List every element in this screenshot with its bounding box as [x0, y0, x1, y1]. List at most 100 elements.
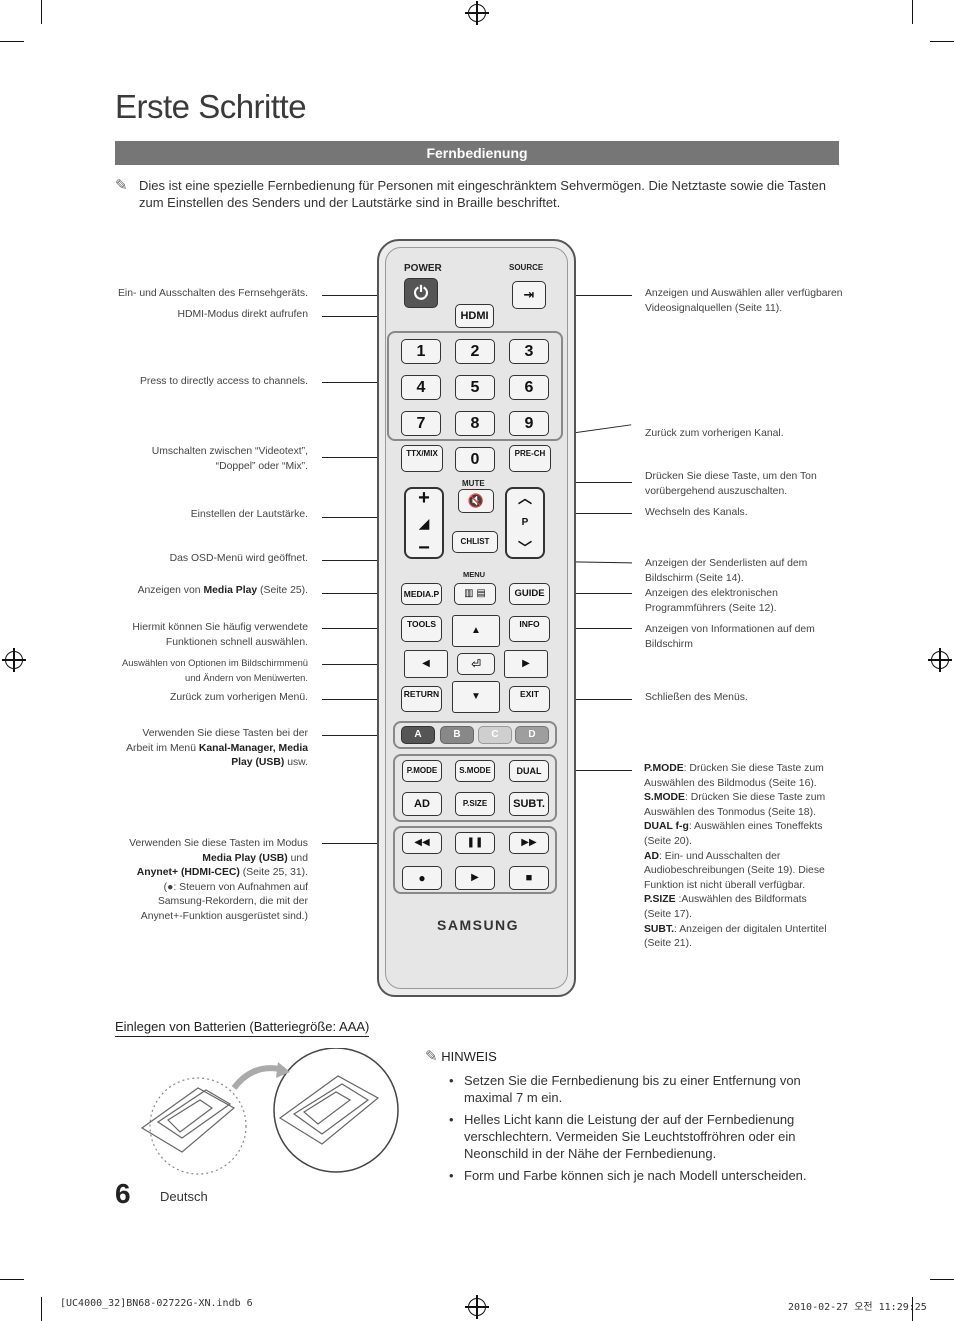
ad-button[interactable]: AD — [402, 792, 442, 816]
return-button[interactable]: RETURN — [401, 686, 442, 712]
stop-button[interactable]: ■ — [509, 866, 549, 890]
green-b-button[interactable]: B — [440, 726, 474, 744]
digit-7-button[interactable]: 7 — [401, 411, 441, 436]
speaker-mute-icon: 🔇 — [467, 493, 485, 508]
power-caption: POWER — [404, 263, 442, 274]
red-a-button[interactable]: A — [401, 726, 435, 744]
digit-0-button[interactable]: 0 — [455, 447, 495, 472]
power-button[interactable]: ⏻ — [404, 278, 438, 308]
down-arrow-button[interactable]: ▼ — [452, 681, 500, 713]
leader-line — [322, 517, 404, 518]
registration-mark-icon — [465, 1, 489, 25]
hinweis-list: Setzen Sie die Fernbedienung bis zu eine… — [449, 1072, 829, 1189]
yellow-c-button[interactable]: C — [478, 726, 512, 744]
play-button[interactable]: ▶ — [455, 866, 495, 890]
hdmi-button[interactable]: HDMI — [455, 304, 494, 328]
crop-mark — [0, 1279, 24, 1280]
play-icon: ▶ — [471, 872, 479, 883]
pre-ch-button[interactable]: PRE-CH — [509, 445, 551, 472]
p-size-button[interactable]: P.SIZE — [455, 792, 495, 816]
subt-button[interactable]: SUBT. — [509, 792, 549, 816]
s-mode-button[interactable]: S.MODE — [455, 760, 495, 782]
mode-buttons-frame — [393, 754, 557, 822]
arrow-right-icon: ▶ — [522, 658, 530, 669]
pause-button[interactable]: ❚❚ — [455, 832, 495, 854]
label-media-play: Anzeigen von Media Play (Seite 25). — [137, 585, 308, 596]
crop-mark — [0, 41, 24, 42]
ttx-mix-button[interactable]: TTX/MIX — [401, 445, 443, 472]
digit-4-button[interactable]: 4 — [401, 375, 441, 400]
info-button[interactable]: INFO — [509, 616, 550, 642]
leader-line — [322, 457, 401, 458]
list-item: Form und Farbe können sich je nach Model… — [449, 1167, 829, 1184]
print-footer-date: 2010-02-27 오전 11:29:25 — [788, 1302, 927, 1313]
crop-mark — [912, 1297, 913, 1321]
page-language: Deutsch — [160, 1189, 208, 1204]
label-exit: Schließen des Menüs. — [645, 692, 748, 703]
exit-button[interactable]: EXIT — [509, 686, 550, 712]
guide-button[interactable]: GUIDE — [509, 583, 550, 605]
up-arrow-button[interactable]: ▲ — [452, 615, 500, 647]
right-arrow-button[interactable]: ▶ — [504, 650, 548, 678]
record-button[interactable]: ● — [402, 866, 442, 890]
crop-mark — [41, 0, 42, 24]
arrow-up-icon: ▲ — [471, 625, 481, 636]
p-mode-button[interactable]: P.MODE — [402, 760, 442, 782]
left-arrow-button[interactable]: ◀ — [404, 650, 448, 678]
volume-rocker[interactable]: + ◢ − — [404, 487, 444, 559]
volume-down-icon: − — [418, 537, 430, 559]
source-button[interactable]: ⇥ — [512, 281, 546, 309]
page-title: Erste Schritte — [115, 88, 307, 125]
label-arrows: Auswählen von Optionen im Bildschirmmenü… — [121, 657, 308, 683]
label-mode-notes: P.MODE: Drücken Sie diese Taste zum Ausw… — [644, 763, 827, 950]
leader-line — [322, 664, 404, 665]
leader-line — [322, 295, 405, 296]
label-channel: Wechseln des Kanals. — [645, 507, 748, 518]
source-caption: SOURCE — [509, 263, 544, 272]
leader-line — [548, 513, 632, 514]
crop-mark — [912, 0, 913, 24]
digit-2-button[interactable]: 2 — [455, 339, 495, 364]
leader-line — [322, 735, 393, 736]
rewind-button[interactable]: ◀◀ — [402, 832, 442, 854]
chlist-button[interactable]: CHLIST — [452, 531, 498, 553]
digit-8-button[interactable]: 8 — [455, 411, 495, 436]
digit-6-button[interactable]: 6 — [509, 375, 549, 400]
crop-mark — [930, 41, 954, 42]
color-buttons-frame — [393, 721, 557, 749]
hinweis-heading: ✎ HINWEIS — [425, 1048, 497, 1065]
leader-line — [548, 295, 632, 296]
channel-rocker[interactable]: ︿ P ﹀ — [505, 487, 545, 559]
tools-button[interactable]: TOOLS — [401, 616, 442, 642]
mute-button[interactable]: 🔇 — [458, 489, 494, 513]
rewind-icon: ◀◀ — [414, 837, 430, 848]
digit-1-button[interactable]: 1 — [401, 339, 441, 364]
crop-mark — [41, 1297, 42, 1321]
fast-forward-button[interactable]: ▶▶ — [509, 832, 549, 854]
list-item: Setzen Sie die Fernbedienung bis zu eine… — [449, 1072, 829, 1106]
leader-line — [322, 382, 388, 383]
label-prech: Zurück zum vorherigen Kanal. — [645, 428, 784, 439]
list-item: Helles Licht kann die Leistung der auf d… — [449, 1111, 829, 1162]
media-p-button[interactable]: MEDIA.P — [401, 583, 442, 605]
playback-buttons-frame — [393, 826, 557, 894]
blue-d-button[interactable]: D — [515, 726, 549, 744]
digit-3-button[interactable]: 3 — [509, 339, 549, 364]
label-hdmi: HDMI-Modus direkt aufrufen — [177, 309, 308, 320]
channel-down-icon: ﹀ — [518, 540, 532, 556]
registration-mark-icon — [928, 648, 952, 672]
leader-line — [556, 770, 632, 771]
digit-9-button[interactable]: 9 — [509, 411, 549, 436]
registration-mark-icon — [465, 1295, 489, 1319]
enter-button[interactable]: ⏎ — [457, 653, 495, 675]
dual-button[interactable]: DUAL — [509, 760, 549, 782]
menu-button[interactable]: ▥ ▤ — [454, 583, 496, 605]
leader-line — [322, 699, 401, 700]
label-digits: Press to directly access to channels. — [139, 376, 308, 387]
digit-5-button[interactable]: 5 — [455, 375, 495, 400]
volume-up-icon: + — [418, 487, 430, 509]
record-icon: ● — [167, 881, 174, 893]
